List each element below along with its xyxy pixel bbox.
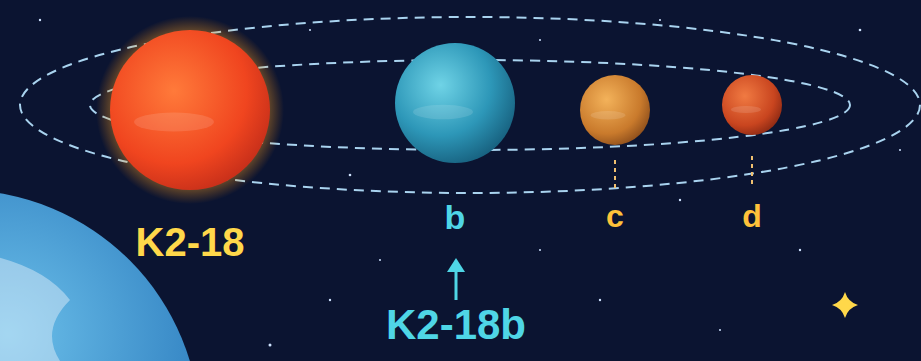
planet-c: c [578, 73, 652, 236]
body-disc [580, 75, 650, 145]
surface-band [731, 106, 761, 113]
surface-band [591, 111, 626, 119]
pointer-arrow [447, 258, 465, 300]
sparkle-star [832, 292, 858, 318]
planet-callout: K2-18b [386, 304, 526, 346]
body-circle [720, 73, 784, 137]
star-glow [96, 16, 284, 204]
earth-clouds [0, 250, 70, 361]
surface-band [413, 105, 473, 119]
body-disc [110, 30, 270, 190]
surface-band [134, 112, 214, 131]
body-name: b [445, 200, 466, 234]
body-name: d [742, 200, 762, 232]
star-k2-18: K2-18 [96, 16, 284, 266]
body-name: K2-18 [136, 222, 245, 262]
body-circle [96, 16, 284, 204]
planet-b: b [393, 41, 517, 238]
body-name: c [606, 200, 624, 232]
body-disc [722, 75, 782, 135]
body-disc [395, 43, 515, 163]
earth-planet [0, 190, 200, 361]
body-circle [393, 41, 517, 165]
planet-d: d [720, 73, 784, 236]
background-stars [39, 19, 901, 347]
tick-c [614, 160, 616, 188]
tick-d [751, 156, 753, 188]
orbit-outer [20, 17, 920, 193]
body-circle [578, 73, 652, 147]
